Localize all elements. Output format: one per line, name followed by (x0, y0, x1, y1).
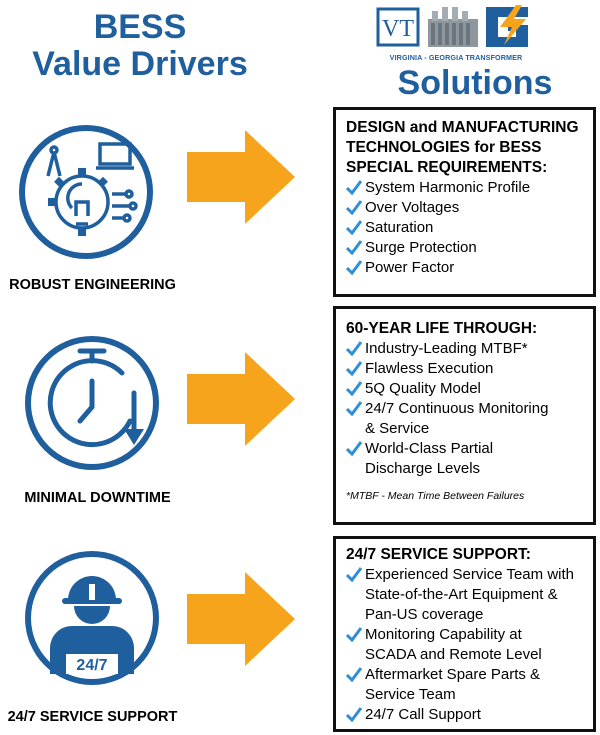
list-item-text: Aftermarket Spare Parts & Service Team (365, 666, 541, 703)
arrow-right-icon (187, 572, 295, 666)
transformer-icon (428, 7, 478, 47)
checkmark-icon (346, 381, 362, 396)
list-item: Surge Protection (346, 238, 589, 258)
checkmark-icon (346, 240, 362, 255)
list-item-text: Industry-Leading MTBF* (365, 340, 528, 357)
list-item-text: Power Factor (365, 259, 455, 276)
list-item: Monitoring Capability at SCADA and Remot… (346, 625, 561, 665)
solution-box-design: DESIGN and MANUFACTURING TECHNOLOGIES fo… (333, 107, 596, 297)
driver-label-minimal-downtime: MINIMAL DOWNTIME (24, 490, 171, 506)
solutions-heading: Solutions (397, 64, 553, 102)
heading-line-1: BESS (93, 8, 187, 46)
list-item: Industry-Leading MTBF* (346, 339, 589, 359)
list-item: Flawless Execution (346, 359, 589, 379)
list-item-text: 24/7 Call Support (365, 706, 481, 723)
checkmark-icon (346, 341, 362, 356)
list-item-text: 24/7 Continuous Monitoring & Service (365, 400, 549, 437)
list-item-text: Monitoring Capability at SCADA and Remot… (365, 626, 542, 663)
service-worker-hardhat-icon: 24/7 (25, 551, 159, 685)
checkmark-icon (346, 180, 362, 195)
list-item: Aftermarket Spare Parts & Service Team (346, 665, 551, 705)
list-item: 24/7 Call Support (346, 705, 589, 725)
solution-box-service: 24/7 SERVICE SUPPORT: Experienced Servic… (333, 536, 596, 732)
list-item: World-Class Partial Discharge Levels (346, 439, 536, 479)
list-item-text: 5Q Quality Model (365, 380, 481, 397)
list-item: 24/7 Continuous Monitoring & Service (346, 399, 551, 439)
badge-24-7: 24/7 (76, 657, 107, 674)
list-item: Over Voltages (346, 198, 589, 218)
checkmark-icon (346, 707, 362, 722)
arrow-right-icon (187, 130, 295, 224)
list-item-text: System Harmonic Profile (365, 179, 531, 196)
driver-label-service-support: 24/7 SERVICE SUPPORT (7, 709, 178, 725)
list-item: System Harmonic Profile (346, 178, 589, 198)
mtbf-footnote: *MTBF - Mean Time Between Failures (346, 490, 525, 502)
list-item: Experienced Service Team with State-of-t… (346, 565, 581, 625)
list-item: Power Factor (346, 258, 589, 278)
engineering-lightbulb-gear-icon (19, 125, 153, 259)
list-item-text: World-Class Partial Discharge Levels (365, 440, 494, 477)
stopwatch-icon (25, 336, 159, 470)
driver-label-robust-engineering: ROBUST ENGINEERING (9, 277, 176, 293)
checkmark-icon (346, 627, 362, 642)
heading-line-2: Value Drivers (32, 45, 248, 83)
checkmark-icon (346, 220, 362, 235)
logo-caption: VIRGINIA - GEORGIA TRANSFORMER (389, 53, 523, 62)
vgt-logo: VT (376, 5, 528, 47)
value-drivers-heading: BESS Value Drivers (30, 10, 250, 84)
checkmark-icon (346, 441, 362, 456)
checkmark-icon (346, 200, 362, 215)
solution-list: Industry-Leading MTBF* Flawless Executio… (346, 339, 589, 479)
checkmark-icon (346, 667, 362, 682)
list-item: 5Q Quality Model (346, 379, 589, 399)
checkmark-icon (346, 401, 362, 416)
checkmark-icon (346, 567, 362, 582)
g-lightning-mark (486, 5, 528, 47)
list-item-text: Flawless Execution (365, 360, 494, 377)
solution-list: Experienced Service Team with State-of-t… (346, 565, 589, 725)
list-item-text: Over Voltages (365, 199, 460, 216)
solution-title: 60-YEAR LIFE THROUGH: (346, 320, 538, 337)
list-item-text: Experienced Service Team with State-of-t… (365, 566, 574, 623)
solution-list: System Harmonic Profile Over Voltages Sa… (346, 178, 589, 278)
list-item-text: Saturation (365, 219, 434, 236)
logo-vt-mark: VT (382, 16, 414, 42)
solution-title: DESIGN and MANUFACTURING TECHNOLOGIES fo… (346, 119, 579, 176)
checkmark-icon (346, 361, 362, 376)
list-item: Saturation (346, 218, 589, 238)
list-item-text: Surge Protection (365, 239, 477, 256)
solution-title: 24/7 SERVICE SUPPORT: (346, 546, 531, 563)
checkmark-icon (346, 260, 362, 275)
arrow-right-icon (187, 352, 295, 446)
solution-box-life: 60-YEAR LIFE THROUGH: Industry-Leading M… (333, 306, 596, 525)
